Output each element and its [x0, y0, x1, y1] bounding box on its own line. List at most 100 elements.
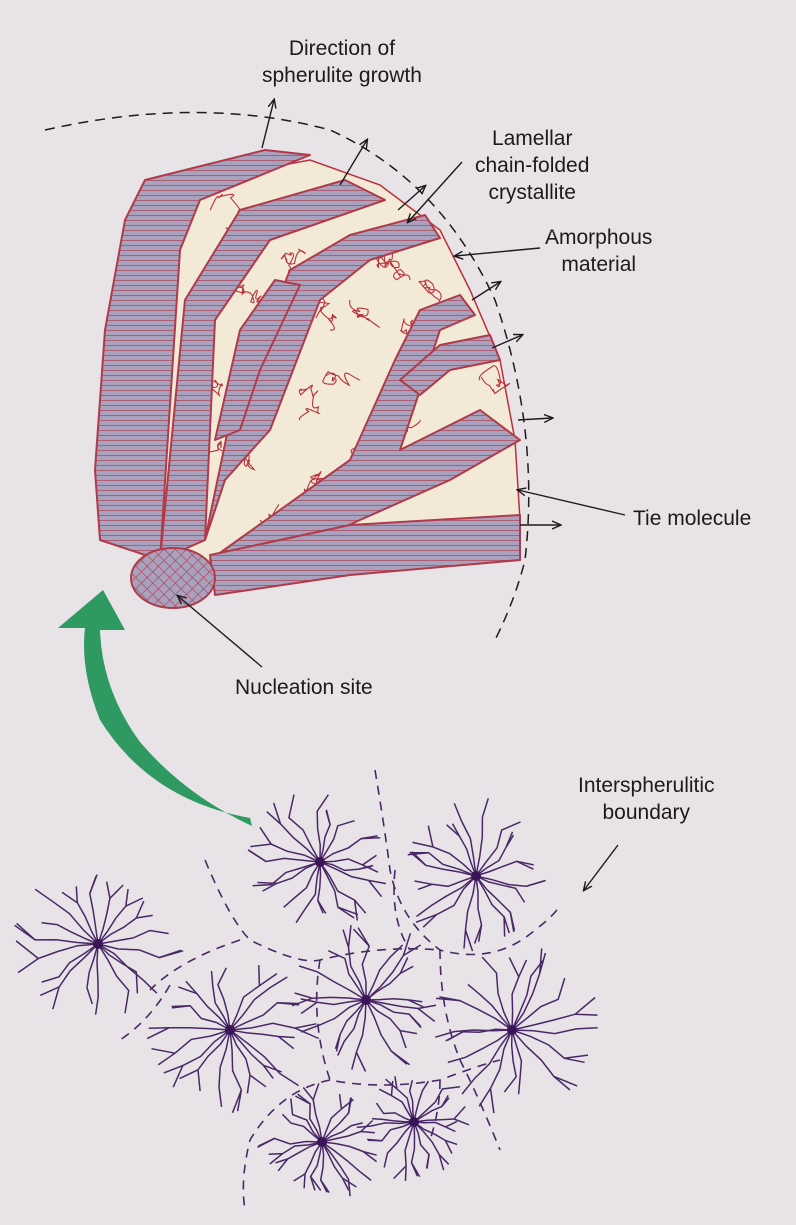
- amorphous-chain: [322, 370, 361, 387]
- spherulite-arm: [252, 861, 321, 887]
- spherulite-arm: [275, 1141, 323, 1164]
- spherulite-growth-front: [44, 111, 530, 641]
- spherulite-arm: [356, 1121, 415, 1129]
- spherulite-arm: [259, 826, 321, 863]
- spherulite-branch: [564, 1054, 589, 1060]
- spherulite-branch: [574, 996, 596, 1015]
- spherulite-branch: [444, 1140, 453, 1154]
- spherulite-arm: [229, 1029, 300, 1087]
- spherulite: [146, 965, 320, 1114]
- spherulite-arm: [319, 835, 378, 863]
- spherulite-branch: [231, 1089, 243, 1114]
- spherulite-arm: [41, 921, 99, 945]
- spherulite-arm: [97, 888, 129, 945]
- spherulite-branch: [399, 957, 409, 974]
- spherulite-arm: [309, 1141, 323, 1191]
- spherulite-arm: [229, 1002, 298, 1031]
- spherulite-arm: [365, 965, 414, 1001]
- spherulite-arm: [511, 1026, 598, 1035]
- spherulite-arm: [229, 1029, 295, 1039]
- spherulite-arm: [171, 1005, 231, 1031]
- amorphous-chain: [379, 242, 411, 281]
- lamella-right-branch: [399, 334, 501, 396]
- spherulite-branch: [135, 900, 145, 919]
- spherulite-arm: [351, 999, 367, 1070]
- spherulite-nucleus: [471, 871, 481, 881]
- spherulite-arm: [383, 1121, 415, 1168]
- spherulite-nucleus: [317, 1137, 327, 1147]
- spherulite-arm: [229, 1029, 251, 1094]
- spherulite-arm: [321, 1097, 352, 1143]
- spherulite-arm: [248, 849, 321, 863]
- spherulite-arm: [197, 1029, 231, 1092]
- spherulite-arm: [185, 980, 231, 1031]
- spherulite-arm: [451, 823, 477, 877]
- spherulite-arm: [229, 1022, 317, 1031]
- spherulite-arm: [365, 999, 418, 1035]
- spherulite-arm: [268, 1141, 323, 1156]
- spherulite-arm: [478, 1029, 513, 1107]
- spherulite-branch: [489, 1088, 495, 1114]
- spherulite-branch: [249, 1074, 267, 1088]
- amorphous-chain: [349, 299, 381, 329]
- spherulite-arm: [217, 967, 231, 1031]
- spherulite-arm: [463, 875, 477, 949]
- spherulite-arm: [321, 1130, 375, 1143]
- spherulite-branch: [393, 1165, 407, 1180]
- spherulite-branch: [303, 1173, 306, 1189]
- spherulite-branch: [399, 1030, 407, 1049]
- growth-arrows: [261, 100, 560, 525]
- spherulite-arm: [413, 1121, 430, 1169]
- spherulite-branch: [362, 1150, 378, 1163]
- spherulites: [14, 794, 598, 1197]
- spherulite-arm: [453, 803, 477, 877]
- spherulite-arm: [319, 861, 372, 872]
- amorphous-chain: [418, 279, 442, 305]
- spherulite-arm: [503, 1029, 518, 1093]
- spherulite-arm: [367, 1121, 415, 1142]
- nucleation-site: [130, 547, 216, 609]
- spherulite-branch: [414, 880, 433, 886]
- spherulite-arm: [475, 875, 526, 903]
- spherulite-branch: [464, 929, 474, 952]
- spherulite-arm: [334, 999, 367, 1050]
- spherulite-branch: [109, 884, 124, 899]
- amorphous-chain: [298, 384, 321, 421]
- spherulite-branch: [277, 1158, 289, 1172]
- label-tie-molecule: Tie molecule: [633, 507, 752, 530]
- spherulite-arm: [475, 860, 534, 877]
- spherulite-arm: [511, 1029, 585, 1064]
- spherulite-arm: [413, 1121, 450, 1165]
- spherulite-nucleus: [93, 939, 103, 949]
- spherulite-arm: [321, 1141, 372, 1181]
- spherulite-arm: [97, 943, 158, 994]
- spherulite-branch: [250, 843, 272, 848]
- spherulite-branch: [258, 972, 278, 987]
- spherulite-nucleus: [507, 1025, 517, 1035]
- spherulite-arm: [365, 944, 421, 1001]
- spherulite-arm: [413, 1121, 456, 1133]
- spherulite-branch: [407, 999, 424, 1008]
- spherulite-arm: [475, 875, 483, 942]
- spherulite-arm: [319, 854, 377, 866]
- spherulite-branch: [172, 1065, 184, 1088]
- spherulite-arm: [317, 861, 324, 914]
- green-zoom-arrow: [58, 590, 252, 826]
- spherulite-branch: [291, 997, 313, 1007]
- spherulite-branch: [415, 913, 437, 924]
- spherulite-arm: [413, 1085, 461, 1123]
- spherulite-arm: [475, 821, 521, 877]
- spherulite-branch: [17, 957, 39, 974]
- spherulite-arm: [435, 1029, 513, 1038]
- amorphous-chain: [313, 297, 337, 331]
- spherulite-arm: [283, 861, 321, 908]
- leader-lines: [178, 161, 626, 890]
- spherulite-arm: [258, 1137, 323, 1147]
- lamella-center-branch: [214, 279, 301, 441]
- spherulite-arm: [371, 1117, 415, 1123]
- spherulite-arm: [511, 952, 547, 1031]
- spherulite-arm: [439, 996, 513, 1031]
- spherulite-nucleus: [361, 995, 371, 1005]
- spherulite-branch: [353, 900, 359, 921]
